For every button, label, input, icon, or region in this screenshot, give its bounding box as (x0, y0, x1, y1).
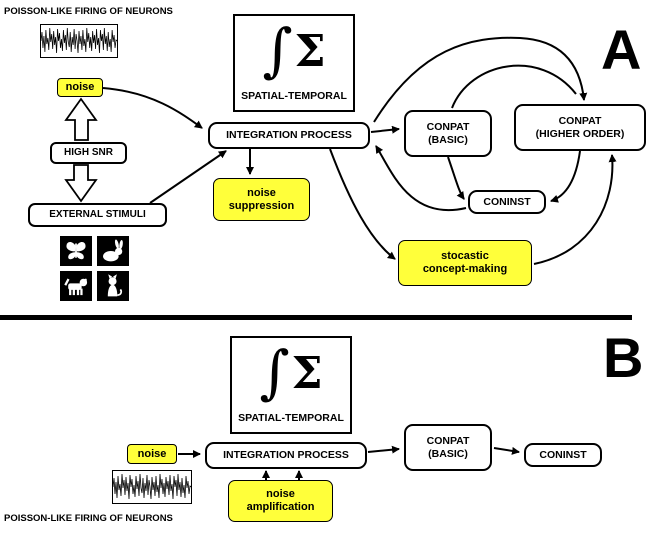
noise-waveform-a (40, 24, 118, 58)
rabbit-icon (97, 236, 129, 266)
dog-icon (60, 271, 92, 301)
spatial-temporal-box-b: ∫ Σ SPATIAL-TEMPORAL (230, 336, 352, 434)
coninst-box-b: CONINST (524, 443, 602, 467)
noise-box-b: noise (127, 444, 177, 464)
arrow-coninst-to-integration (375, 145, 467, 212)
arrow-stimuli-to-integration (149, 150, 227, 204)
cat-icon (97, 271, 129, 301)
sigma-symbol: Σ (294, 26, 326, 77)
arrow-conpat-basic-to-higher (451, 64, 577, 109)
arrow-integration-to-conpat-higher (373, 36, 588, 123)
poisson-label-a: POISSON-LIKE FIRING OF NEURONS (4, 6, 173, 17)
block-arrow-down (64, 164, 98, 203)
stocastic-concept-making-box: stocastic concept-making (398, 240, 532, 286)
poisson-label-b: POISSON-LIKE FIRING OF NEURONS (4, 513, 173, 524)
arrow-conpat-to-coninst-b (493, 446, 520, 455)
sigma-symbol: Σ (291, 348, 323, 399)
conpat-basic-box-b: CONPAT (BASIC) (404, 424, 492, 471)
noise-waveform-b (112, 470, 192, 504)
noise-amplification-box: noise amplification (228, 480, 333, 522)
integration-process-box-b: INTEGRATION PROCESS (205, 442, 367, 469)
integration-process-box-a: INTEGRATION PROCESS (208, 122, 370, 149)
arrow-stocastic-to-conpat-higher (533, 154, 617, 265)
stimuli-icons-grid (60, 236, 129, 301)
integral-sigma-symbol-a: ∫ Σ (262, 16, 325, 88)
butterfly-icon (60, 236, 92, 266)
external-stimuli-box: EXTERNAL STIMULI (28, 203, 167, 227)
spatial-temporal-label-b: SPATIAL-TEMPORAL (238, 412, 344, 424)
arrow-conpat-basic-to-coninst (447, 156, 465, 200)
noise-box-a: noise (57, 78, 103, 97)
integral-symbol: ∫ (259, 338, 290, 406)
conpat-basic-box-a: CONPAT (BASIC) (404, 110, 492, 157)
arrow-integration-to-stocastic (329, 148, 396, 260)
high-snr-box: HIGH SNR (50, 142, 127, 164)
panel-a-label: A (601, 18, 642, 81)
integral-symbol: ∫ (262, 16, 293, 84)
arrow-integration-to-conpat-basic-b (367, 445, 400, 454)
panel-divider (0, 315, 632, 320)
conpat-higher-order-box: CONPAT (HIGHER ORDER) (514, 104, 646, 151)
integral-sigma-symbol-b: ∫ Σ (259, 338, 322, 410)
spatial-temporal-label-a: SPATIAL-TEMPORAL (241, 90, 347, 102)
coninst-box-a: CONINST (468, 190, 546, 214)
arrow-integration-to-conpat-basic-a (370, 125, 400, 134)
arrow-conpat-higher-to-coninst (550, 150, 581, 203)
spatial-temporal-box-a: ∫ Σ SPATIAL-TEMPORAL (233, 14, 355, 112)
arrow-noise-to-integration-a (102, 87, 203, 129)
panel-b-label: B (603, 326, 644, 389)
noise-suppression-box: noise suppression (213, 178, 310, 221)
block-arrow-up (64, 97, 98, 141)
